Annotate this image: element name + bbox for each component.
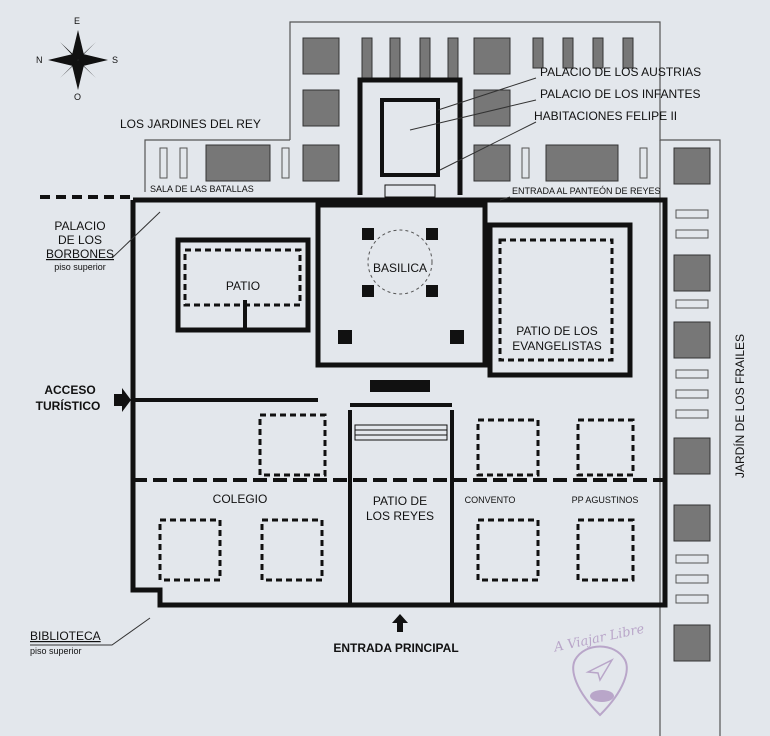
label-agustinos: PP AGUSTINOS bbox=[572, 495, 639, 505]
arrow-up-icon bbox=[392, 614, 408, 632]
label-colegio: COLEGIO bbox=[213, 492, 268, 506]
label-basilica: BASILICA bbox=[373, 261, 427, 275]
label-evangelistas-1: PATIO DE LOS bbox=[516, 324, 598, 338]
garden-beds bbox=[205, 37, 711, 662]
label-biblioteca-sub: piso superior bbox=[30, 646, 82, 656]
label-borbones-2: DE LOS bbox=[58, 233, 102, 247]
compass-south: S bbox=[112, 55, 118, 65]
label-borbones-3: BORBONES bbox=[46, 247, 114, 261]
label-entrada-principal: ENTRADA PRINCIPAL bbox=[333, 641, 458, 655]
basilica-pillars bbox=[338, 228, 464, 392]
label-reyes-1: PATIO DE bbox=[373, 494, 427, 508]
label-borbones-sub: piso superior bbox=[54, 262, 106, 272]
label-jardin-frailes: JARDÍN DE LOS FRAILES bbox=[732, 334, 747, 478]
garden-strips bbox=[159, 147, 709, 604]
basilica-dome bbox=[367, 229, 433, 295]
stairs bbox=[354, 184, 448, 441]
compass-west: O bbox=[74, 92, 81, 102]
label-borbones-1: PALACIO bbox=[54, 219, 105, 233]
label-palacio-infantes: PALACIO DE LOS INFANTES bbox=[540, 87, 701, 101]
label-evangelistas-2: EVANGELISTAS bbox=[512, 339, 602, 353]
compass-east: E bbox=[74, 16, 80, 26]
watermark-text: A Viajar Libre bbox=[552, 622, 646, 656]
label-acceso-2: TURÍSTICO bbox=[36, 398, 101, 413]
arrow-right-icon bbox=[114, 388, 131, 412]
leader-lines bbox=[30, 77, 537, 646]
compass-north: N bbox=[36, 55, 43, 65]
label-jardines-rey: LOS JARDINES DEL REY bbox=[120, 117, 261, 131]
label-biblioteca: BIBLIOTECA bbox=[30, 629, 101, 643]
label-sala-batallas: SALA DE LAS BATALLAS bbox=[150, 184, 254, 194]
label-habitaciones-felipe: HABITACIONES FELIPE II bbox=[534, 109, 677, 123]
label-acceso-1: ACCESO bbox=[44, 383, 95, 397]
building-walls bbox=[130, 77, 668, 608]
label-patio: PATIO bbox=[226, 279, 260, 293]
label-entrada-panteon: ENTRADA AL PANTEÓN DE REYES bbox=[512, 186, 661, 196]
compass-rose-icon: E N S O bbox=[36, 16, 118, 102]
label-reyes-2: LOS REYES bbox=[366, 509, 434, 523]
label-palacio-austrias: PALACIO DE LOS AUSTRIAS bbox=[540, 65, 701, 79]
gardens bbox=[144, 21, 721, 736]
watermark-logo: A Viajar Libre bbox=[552, 622, 646, 717]
label-convento: CONVENTO bbox=[465, 495, 516, 505]
